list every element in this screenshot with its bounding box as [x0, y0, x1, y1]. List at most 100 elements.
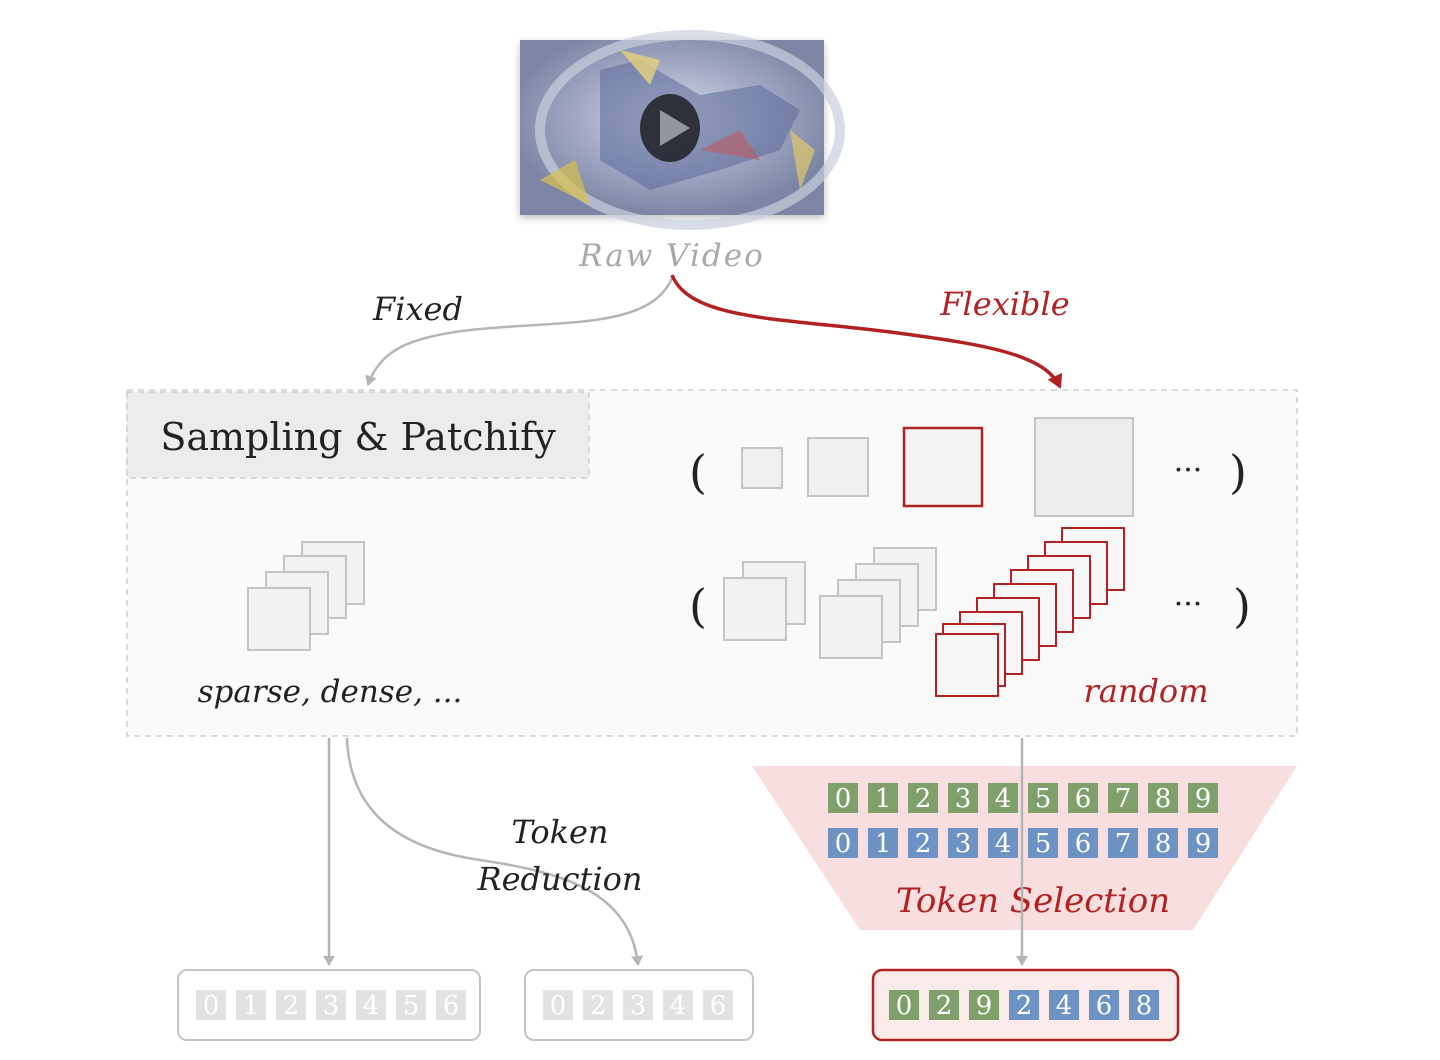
token-value: 8 — [1155, 784, 1172, 814]
token-value: 9 — [1195, 784, 1212, 814]
token-value: 6 — [443, 991, 460, 1021]
raw-video-thumbnail[interactable] — [520, 30, 845, 230]
token-blue: 2 — [908, 828, 938, 859]
token-grey: 2 — [276, 990, 306, 1021]
patch-close-paren: ) — [1229, 445, 1247, 499]
token-value: 9 — [1195, 829, 1212, 859]
token-value: 0 — [835, 829, 852, 859]
token-green: 9 — [969, 990, 999, 1021]
token-blue: 9 — [1188, 828, 1218, 859]
patch-size-large — [1034, 417, 1134, 517]
patch-open-paren: ( — [689, 445, 707, 499]
token-blue: 0 — [828, 828, 858, 859]
token-green: 9 — [1188, 783, 1218, 814]
token-green: 2 — [908, 783, 938, 814]
token-value: 1 — [243, 991, 260, 1021]
token-reduction-label-line1: Token — [511, 813, 608, 851]
token-value: 9 — [976, 991, 993, 1021]
token-value: 0 — [896, 991, 913, 1021]
token-blue: 5 — [1028, 828, 1058, 859]
token-green: 0 — [889, 990, 919, 1021]
token-value: 2 — [915, 829, 932, 859]
play-icon[interactable] — [640, 94, 700, 162]
flexible-path-arrow — [670, 274, 1063, 389]
random-label: random — [1083, 672, 1208, 710]
token-green: 4 — [988, 783, 1018, 814]
token-value: 6 — [710, 991, 727, 1021]
token-value: 1 — [875, 784, 892, 814]
raw-video-label: Raw Video — [578, 238, 765, 274]
token-grey: 4 — [356, 990, 386, 1021]
flexible-label: Flexible — [939, 285, 1069, 323]
token-green: 8 — [1148, 783, 1178, 814]
fixed-path-arrow — [365, 277, 674, 386]
sampling-title-box — [126, 391, 590, 479]
frame-stack-sparse — [723, 561, 806, 641]
token-value: 1 — [875, 829, 892, 859]
token-value: 2 — [1016, 991, 1033, 1021]
token-value: 3 — [630, 991, 647, 1021]
token-value: 2 — [936, 991, 953, 1021]
token-value: 5 — [403, 991, 420, 1021]
token-grey: 1 — [236, 990, 266, 1021]
token-grey: 3 — [623, 990, 653, 1021]
token-blue: 6 — [1068, 828, 1098, 859]
token-value: 5 — [1035, 829, 1052, 859]
token-value: 4 — [995, 784, 1012, 814]
token-value: 6 — [1096, 991, 1113, 1021]
token-blue: 2 — [1009, 990, 1039, 1021]
token-grey: 2 — [583, 990, 613, 1021]
token-reduction-label-line2: Reduction — [476, 860, 642, 898]
token-blue: 6 — [1089, 990, 1119, 1021]
frame-stack-random — [935, 527, 1125, 697]
token-value: 8 — [1136, 991, 1153, 1021]
token-value: 3 — [323, 991, 340, 1021]
patch-ellipsis: ··· — [1174, 453, 1203, 488]
token-value: 6 — [1075, 784, 1092, 814]
frame-stack-medium — [819, 547, 937, 659]
token-grey: 4 — [663, 990, 693, 1021]
token-value: 4 — [670, 991, 687, 1021]
token-reduction-arrow — [345, 737, 644, 966]
token-value: 0 — [203, 991, 220, 1021]
token-value: 4 — [363, 991, 380, 1021]
token-value: 7 — [1115, 829, 1132, 859]
token-blue: 3 — [948, 828, 978, 859]
frames-ellipsis: ··· — [1174, 587, 1203, 622]
token-value: 8 — [1155, 829, 1172, 859]
sampling-title: Sampling & Patchify — [160, 415, 556, 459]
patch-size-medium — [807, 437, 869, 497]
token-value: 2 — [915, 784, 932, 814]
patch-size-selected — [902, 426, 984, 508]
token-blue: 7 — [1108, 828, 1138, 859]
token-value: 5 — [1035, 784, 1052, 814]
token-green: 2 — [929, 990, 959, 1021]
token-blue: 8 — [1129, 990, 1159, 1021]
token-green: 0 — [828, 783, 858, 814]
frames-close-paren: ) — [1233, 579, 1251, 633]
token-value: 2 — [590, 991, 607, 1021]
token-grey: 6 — [703, 990, 733, 1021]
token-value: 3 — [955, 784, 972, 814]
token-green: 6 — [1068, 783, 1098, 814]
token-grey: 5 — [396, 990, 426, 1021]
frames-open-paren: ( — [689, 579, 707, 633]
token-green: 5 — [1028, 783, 1058, 814]
token-value: 4 — [995, 829, 1012, 859]
token-value: 2 — [283, 991, 300, 1021]
fixed-label: Fixed — [372, 290, 463, 328]
token-grey: 3 — [316, 990, 346, 1021]
token-grey: 6 — [436, 990, 466, 1021]
token-green: 3 — [948, 783, 978, 814]
token-green: 7 — [1108, 783, 1138, 814]
token-blue: 8 — [1148, 828, 1178, 859]
token-blue: 4 — [988, 828, 1018, 859]
token-value: 0 — [835, 784, 852, 814]
token-blue: 1 — [868, 828, 898, 859]
